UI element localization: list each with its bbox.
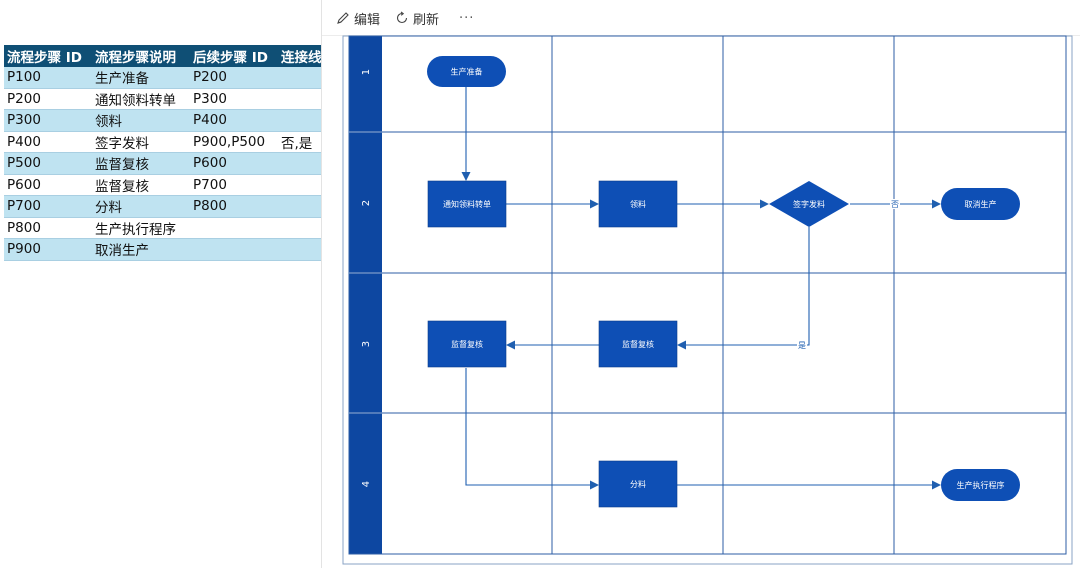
refresh-button[interactable]: 刷新 xyxy=(395,9,440,28)
pencil-icon xyxy=(337,12,349,24)
cell-connector[interactable] xyxy=(278,238,322,261)
table-row[interactable]: P400 签字发料 P900,P500 否,是 xyxy=(4,131,322,153)
table-row[interactable]: P200 通知领料转单 P300 xyxy=(4,88,322,110)
steps-table-container: 流程步骤 ID 流程步骤说明 后续步骤 ID 连接线 P100 生产准备 P20… xyxy=(4,45,322,261)
node-label: 通知领料转单 xyxy=(443,199,491,209)
cell-step-id[interactable]: P800 xyxy=(4,217,92,239)
table-row[interactable]: P700 分料 P800 xyxy=(4,195,322,218)
lane-header-strip xyxy=(349,36,382,554)
cell-step-desc[interactable]: 监督复核 xyxy=(92,174,190,196)
refresh-label: 刷新 xyxy=(413,12,440,28)
swimlane-diagram: 1 2 3 4 否 是 生产准备 xyxy=(342,35,1073,565)
table-row[interactable]: P500 监督复核 P600 xyxy=(4,152,322,175)
cell-next-step[interactable]: P700 xyxy=(190,174,278,196)
cell-connector[interactable] xyxy=(278,109,322,132)
header-connector[interactable]: 连接线 xyxy=(278,45,322,67)
cell-next-step[interactable] xyxy=(190,217,278,239)
cell-next-step[interactable]: P900,P500 xyxy=(190,131,278,153)
table-row[interactable]: P800 生产执行程序 xyxy=(4,217,322,239)
more-options-button[interactable]: ··· xyxy=(459,9,474,27)
cell-connector[interactable]: 否,是 xyxy=(278,131,322,153)
edit-label: 编辑 xyxy=(354,12,381,28)
cell-step-id[interactable]: P200 xyxy=(4,88,92,110)
cell-step-desc[interactable]: 签字发料 xyxy=(92,131,190,153)
lane-label-1: 1 xyxy=(361,69,372,75)
cell-step-id[interactable]: P300 xyxy=(4,109,92,132)
node-p100[interactable]: 生产准备 xyxy=(427,56,506,87)
header-next-step-id[interactable]: 后续步骤 ID xyxy=(190,45,278,67)
refresh-icon xyxy=(396,11,408,24)
steps-table: 流程步骤 ID 流程步骤说明 后续步骤 ID 连接线 P100 生产准备 P20… xyxy=(4,45,322,261)
node-label: 分料 xyxy=(630,479,646,489)
more-label: ··· xyxy=(459,10,475,26)
lane-label-3: 3 xyxy=(361,341,372,347)
cell-next-step[interactable]: P800 xyxy=(190,195,278,218)
cell-connector[interactable] xyxy=(278,88,322,110)
node-label: 监督复核 xyxy=(451,339,483,349)
table-header-row: 流程步骤 ID 流程步骤说明 后续步骤 ID 连接线 xyxy=(4,45,322,67)
connectors xyxy=(461,87,941,490)
cell-step-id[interactable]: P100 xyxy=(4,67,92,89)
node-p200[interactable]: 通知领料转单 xyxy=(427,180,507,228)
node-label: 生产准备 xyxy=(451,67,483,77)
cell-step-id[interactable]: P600 xyxy=(4,174,92,196)
edge-p600-p700[interactable] xyxy=(465,368,599,490)
cell-next-step[interactable]: P200 xyxy=(190,67,278,89)
header-step-desc[interactable]: 流程步骤说明 xyxy=(92,45,190,67)
node-p700[interactable]: 分料 xyxy=(598,460,678,508)
cell-connector[interactable] xyxy=(278,195,322,218)
cell-step-id[interactable]: P900 xyxy=(4,238,92,261)
cell-connector[interactable] xyxy=(278,174,322,196)
cell-step-desc[interactable]: 领料 xyxy=(92,109,190,132)
lane-label-2: 2 xyxy=(361,200,372,206)
lane-label-4: 4 xyxy=(361,481,372,487)
node-label: 取消生产 xyxy=(965,199,997,209)
table-row[interactable]: P600 监督复核 P700 xyxy=(4,174,322,196)
node-label: 领料 xyxy=(630,199,646,209)
cell-next-step[interactable]: P400 xyxy=(190,109,278,132)
cell-step-desc[interactable]: 监督复核 xyxy=(92,152,190,175)
edge-label-no: 否 xyxy=(891,200,899,209)
table-row[interactable]: P300 领料 P400 xyxy=(4,109,322,132)
cell-step-desc[interactable]: 通知领料转单 xyxy=(92,88,190,110)
edit-button[interactable]: 编辑 xyxy=(336,9,381,28)
cell-next-step[interactable]: P600 xyxy=(190,152,278,175)
node-p900[interactable]: 取消生产 xyxy=(941,188,1020,220)
node-label: 签字发料 xyxy=(793,199,825,209)
cell-step-id[interactable]: P500 xyxy=(4,152,92,175)
node-p300[interactable]: 领料 xyxy=(598,180,678,228)
cell-connector[interactable] xyxy=(278,217,322,239)
node-p400[interactable]: 签字发料 xyxy=(769,181,849,227)
edge-label-yes: 是 xyxy=(798,341,806,350)
cell-connector[interactable] xyxy=(278,67,322,89)
lane-grid xyxy=(348,35,1067,555)
cell-step-desc[interactable]: 生产准备 xyxy=(92,67,190,89)
cell-step-desc[interactable]: 分料 xyxy=(92,195,190,218)
edge-p400-p500[interactable] xyxy=(677,227,810,350)
table-row[interactable]: P100 生产准备 P200 xyxy=(4,67,322,89)
diagram-panel: 编辑 刷新 ··· xyxy=(321,0,1080,568)
cell-step-id[interactable]: P400 xyxy=(4,131,92,153)
cell-step-desc[interactable]: 生产执行程序 xyxy=(92,217,190,239)
cell-connector[interactable] xyxy=(278,152,322,175)
node-p800[interactable]: 生产执行程序 xyxy=(941,469,1020,501)
table-row[interactable]: P900 取消生产 xyxy=(4,238,322,261)
node-p500[interactable]: 监督复核 xyxy=(598,320,678,368)
header-step-id[interactable]: 流程步骤 ID xyxy=(4,45,92,67)
cell-next-step[interactable]: P300 xyxy=(190,88,278,110)
cell-step-desc[interactable]: 取消生产 xyxy=(92,238,190,261)
cell-step-id[interactable]: P700 xyxy=(4,195,92,218)
node-label: 生产执行程序 xyxy=(957,480,1005,490)
node-p600[interactable]: 监督复核 xyxy=(427,320,507,368)
node-label: 监督复核 xyxy=(622,339,654,349)
cell-next-step[interactable] xyxy=(190,238,278,261)
